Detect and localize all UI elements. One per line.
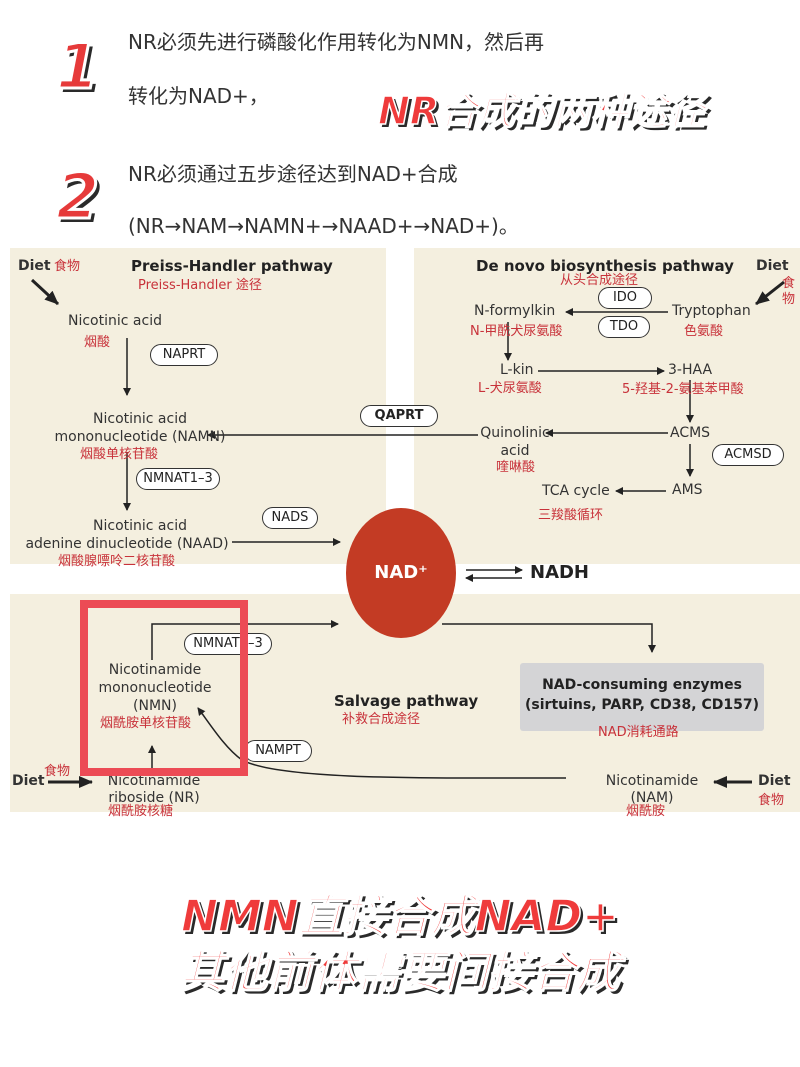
intro-line-1b: 转化为NAD+， <box>128 84 269 108</box>
nmnat-enzyme-preiss: NMNAT1–3 <box>136 468 220 490</box>
naad-label-2: adenine dinucleotide (NAAD) <box>25 536 229 552</box>
nampt-enzyme: NAMPT <box>244 740 312 762</box>
quinolinic-label-2: acid <box>500 443 530 459</box>
ido-enzyme: IDO <box>598 287 652 309</box>
intro-line-1a: NR必须先进行磷酸化作用转化为NMN，然后再 <box>128 30 545 54</box>
diet-label-salvage-left: Diet <box>12 773 45 789</box>
salvage-title-cn: 补救合成途径 <box>342 712 421 727</box>
l-kin-label: L-kin <box>500 362 534 378</box>
diet-label-preiss: Diet <box>18 258 51 274</box>
qaprt-enzyme: QAPRT <box>360 405 438 427</box>
nad-node: NAD⁺ <box>346 508 456 638</box>
diet-label-salvage-right: Diet <box>758 773 791 789</box>
nad-consuming-enzymes-box: NAD-consuming enzymes (sirtuins, PARP, C… <box>520 663 764 731</box>
tryptophan-label: Tryptophan <box>672 303 751 319</box>
namn-cn: 烟酸单核苷酸 <box>80 447 159 462</box>
intro-line-2b: (NR→NAM→NAMN+→NAAD+→NAD+)。 <box>128 214 519 238</box>
enzymes-label-1: NAD-consuming enzymes <box>542 677 742 693</box>
nicotinic-acid-label: Nicotinic acid <box>68 313 162 329</box>
nmn-label-1: Nicotinamide <box>108 662 202 678</box>
nmn-label-3: (NMN) <box>133 698 177 714</box>
diet-label-denovo: Diet <box>756 258 789 274</box>
preiss-title: Preiss-Handler pathway <box>131 257 333 275</box>
n-formylkin-label: N-formylkin <box>474 303 556 319</box>
preiss-handler-panel <box>10 248 386 564</box>
nmn-highlight-box <box>80 600 248 776</box>
headline: NR合成的两种途径 <box>377 88 706 134</box>
step-number-2: 2 <box>54 160 100 233</box>
namn-label-1: Nicotinic acid <box>93 411 187 427</box>
salvage-title: Salvage pathway <box>334 692 479 710</box>
namn-label-2: mononucleotide (NAMN) <box>54 429 226 445</box>
nam-label-2: (NAM) <box>630 790 674 806</box>
nicotinic-acid-cn: 烟酸 <box>84 335 111 350</box>
diet-cn-salvage-left: 食物 <box>44 764 71 779</box>
nmn-cn: 烟酰胺单核苷酸 <box>100 716 192 731</box>
naprt-enzyme: NAPRT <box>150 344 218 366</box>
enzymes-label-2: (sirtuins, PARP, CD38, CD157) <box>525 697 759 713</box>
n-formylkin-cn: N-甲酰犬尿氨酸 <box>470 324 563 339</box>
quinolinic-cn: 喹啉酸 <box>496 460 536 475</box>
preiss-title-cn: Preiss-Handler 途径 <box>138 278 262 293</box>
nr-cn: 烟酰胺核糖 <box>108 804 174 819</box>
3-haa-cn: 5-羟基-2-氨基苯甲酸 <box>622 382 744 397</box>
step-number-1: 1 <box>54 30 100 103</box>
acms-label: ACMS <box>670 425 711 441</box>
ams-label: AMS <box>672 482 703 498</box>
3-haa-label: 3-HAA <box>668 362 713 378</box>
diet-cn-denovo: 食物 <box>782 276 796 307</box>
de-novo-title: De novo biosynthesis pathway <box>476 257 734 275</box>
tca-cycle-label: TCA cycle <box>542 483 610 499</box>
l-kin-cn: L-犬尿氨酸 <box>478 381 542 396</box>
naad-label-1: Nicotinic acid <box>93 518 187 534</box>
diet-cn-salvage-right: 食物 <box>758 793 785 808</box>
nmn-label-2: mononucleotide <box>98 680 212 696</box>
naad-cn: 烟酸腺嘌呤二核苷酸 <box>58 554 176 569</box>
acmsd-enzyme: ACMSD <box>712 444 784 466</box>
tdo-enzyme: TDO <box>598 316 650 338</box>
nads-enzyme: NADS <box>262 507 318 529</box>
intro-line-2a: NR必须通过五步途径达到NAD+合成 <box>128 162 458 186</box>
quinolinic-label-1: Quinolinic <box>480 425 550 441</box>
nr-label-2: riboside (NR) <box>108 790 200 806</box>
tca-cycle-cn: 三羧酸循环 <box>538 508 604 523</box>
tryptophan-cn: 色氨酸 <box>684 324 724 339</box>
nadh-label: NADH <box>530 562 590 583</box>
nr-label-1: Nicotinamide <box>107 773 201 789</box>
de-novo-title-cn: 从头合成途径 <box>560 273 639 288</box>
nam-label-1: Nicotinamide <box>605 773 699 789</box>
enzymes-cn: NAD消耗通路 <box>598 725 679 740</box>
diet-cn-preiss: 食物 <box>54 259 81 274</box>
footer-line-1: NMN直接合成NAD+ <box>180 890 619 943</box>
footer-line-2: 其他前体需要间接合成 <box>179 946 621 999</box>
nam-cn: 烟酰胺 <box>626 804 666 819</box>
